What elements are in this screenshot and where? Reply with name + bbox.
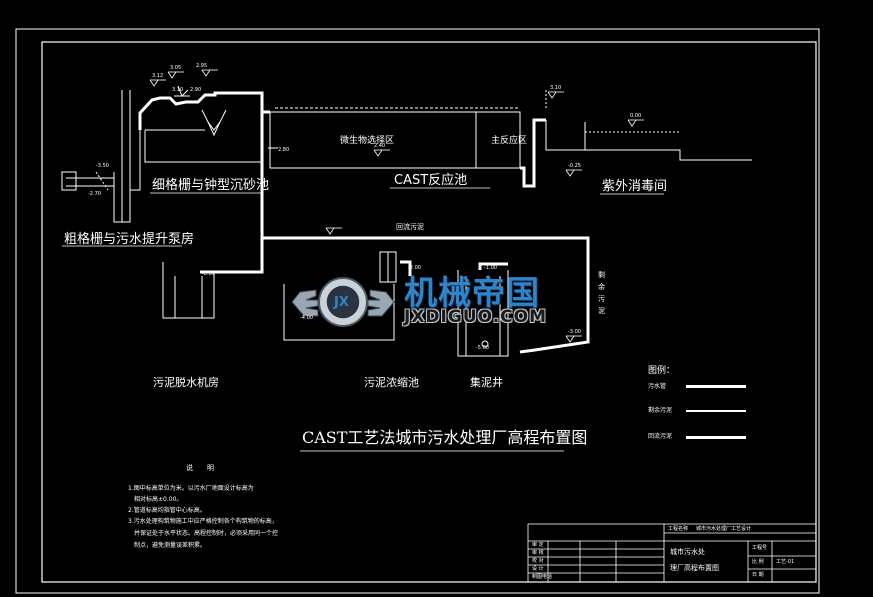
label-sludge-well: 集泥井 [470,376,503,389]
legend-swatches [686,385,746,439]
elevation-markers [149,69,644,343]
elevation-label: 2.40 [374,143,386,149]
surplus-sludge-char: 余 [598,283,605,291]
title-block-right-label: 比 例 [752,559,764,565]
note-line: 相对标高±0.00。 [128,496,183,503]
sludge-thickener-outline [283,251,397,341]
title-block-grid [527,523,817,583]
elevation-label: -3.50 [96,163,109,169]
surplus-sludge-char: 剩 [598,271,605,279]
legend-title: 图例： [648,366,676,376]
elevation-label: 2.80 [278,147,290,153]
title-block-project-value: 城市污水处理厂工艺设计 [696,526,752,532]
label-underlines [62,187,664,452]
note-line: 3.污水处理构筑物施工中应严格控制各个构筑物的标高， [128,518,278,525]
elevation-label: -2.00 [408,265,421,271]
title-block-right-label: 工程号 [752,545,768,551]
elevation-label: -3.00 [568,329,581,335]
label-sludge-thickener: 污泥浓缩池 [364,376,419,389]
elevation-label: -4.00 [300,315,313,321]
uv-disinfection-outline [545,90,752,161]
title-block-drawing-name-2: 理厂高程布置图 [670,564,719,572]
watermark-en-text: JXDIGUO.COM [404,307,548,327]
label-cast-tank: CAST反应池 [394,173,468,188]
watermark-badge: JX [334,295,349,310]
elevation-label: -2.70 [88,191,101,197]
surplus-sludge-char: 泥 [598,307,605,315]
drawing-title: CAST工艺法城市污水处理厂高程布置图 [302,428,588,447]
note-line: 制点，避免测量误差积累。 [128,542,207,549]
label-bio-select-zone: 微生物选择区 [340,136,395,146]
label-return-sludge: 回流污泥 [396,223,424,231]
coarse-screen-pump-structure [61,90,141,223]
label-main-reaction-zone: 主反应区 [491,136,528,146]
title-block-row-label: 设 计 [532,566,544,572]
label-sludge-dewatering: 污泥脱水机房 [153,376,219,389]
elevation-label: 3.10 [172,87,184,93]
fine-screen-grit-chamber [144,85,262,163]
elevation-label: 0.00 [630,113,642,119]
elevation-label: -0.25 [568,163,581,169]
watermark-cn-text: 机械帝国 [404,273,540,312]
cast-tank-outline [268,107,521,169]
sludge-dewatering-outline [162,262,215,319]
elevation-label: 3.12 [152,73,164,79]
elevation-label: -1.00 [484,265,497,271]
note-line: 1.图中标高单位为米。以污水厂地面设计标高为 [128,485,254,492]
title-block-row-label: 审 核 [532,550,544,556]
elevation-label: 3.10 [550,85,562,91]
label-uv-disinfection: 紫外消毒间 [602,179,668,194]
elevation-label: 2.90 [190,87,202,93]
notes-title: 说 明 [186,464,214,472]
sludge-well-outline [457,270,509,357]
sewage-pipeline [138,91,590,354]
note-line: 并保证处于水平状态。高程控制时，必须采用同一个控 [128,530,279,537]
legend-label-return-sludge: 回流污泥 [648,433,673,440]
title-block-project-label: 工程名称 [668,526,689,532]
title-block-row-label: 制图电话 [532,574,553,580]
surplus-sludge-char: 污 [598,295,605,303]
elevation-label: 2.95 [196,63,208,69]
label-coarse-screen-pump: 粗格栅与污水提升泵房 [64,232,195,247]
legend-label-surplus-sludge: 剩余污泥 [648,407,673,414]
elevation-label: 3.05 [170,65,182,71]
legend-label-sewage-pipe: 污水管 [648,383,667,390]
title-block-drawing-name-1: 城市污水处 [670,548,705,556]
drawing-border [15,28,820,594]
title-block-row-label: 校 对 [532,558,544,564]
elevation-label: -2.80 [202,271,215,277]
watermark-emblem [291,277,395,327]
label-fine-screen-grit: 细格栅与钟型沉砂池 [152,178,270,193]
elevation-label: -5.00 [476,345,489,351]
title-block-right-label: 日 期 [752,572,764,578]
note-line: 2.管道标高均指管中心标高。 [128,507,206,514]
title-block-row-label: 审 定 [532,542,544,548]
title-block-drawing-no: 工艺-01 [776,559,795,565]
